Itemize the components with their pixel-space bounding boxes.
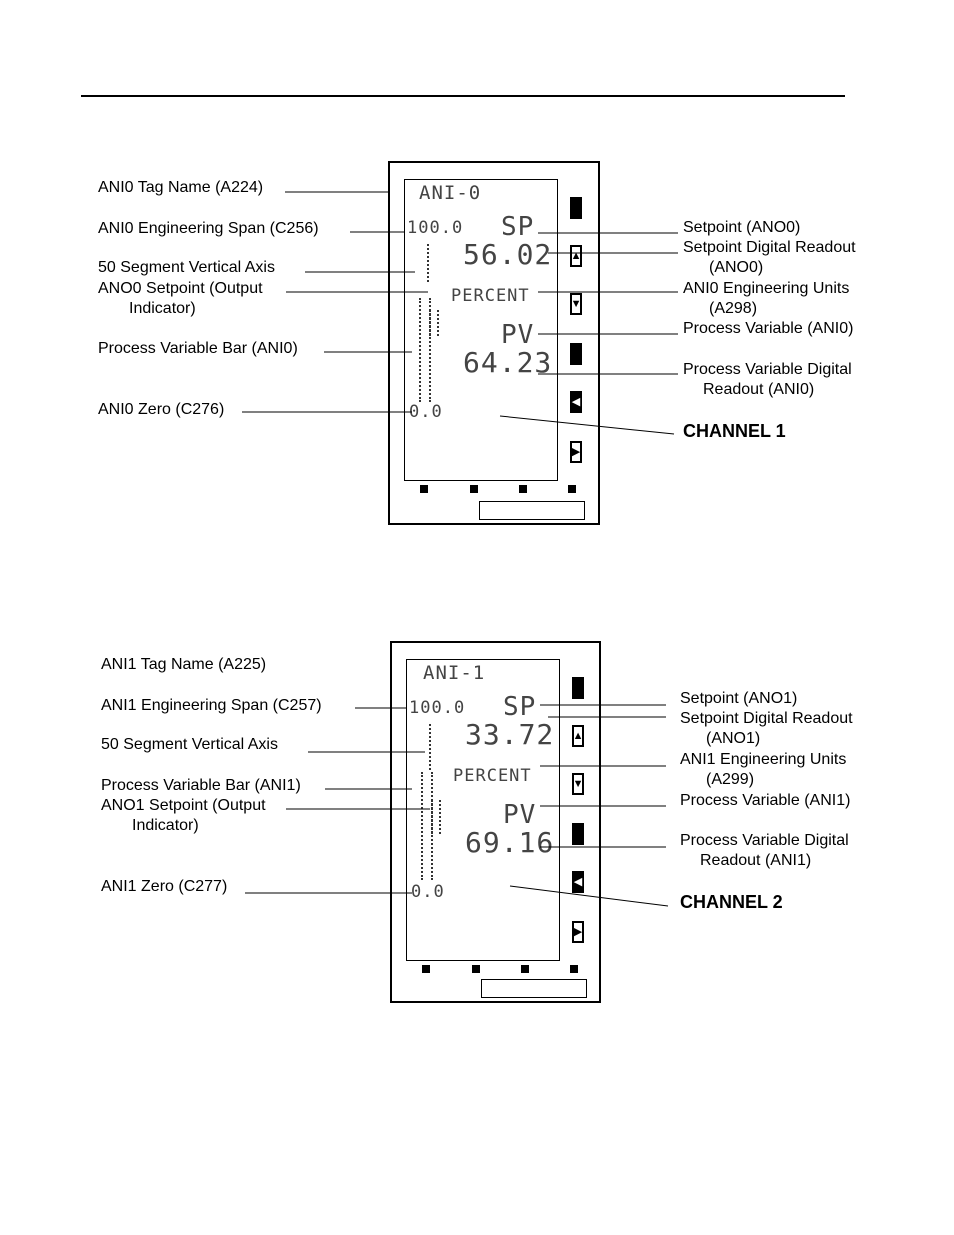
channel-title: CHANNEL 2	[680, 892, 783, 912]
bottom-button-2[interactable]	[470, 485, 478, 493]
label-setpoint-indicator: ANO0 Setpoint (Output Indicator)	[98, 279, 263, 319]
label-line: ANI0 Engineering Units	[683, 280, 850, 297]
left-arrow-icon[interactable]: ◀	[570, 391, 582, 413]
down-arrow-icon[interactable]: ▼	[572, 773, 584, 795]
label-pv-readout: Process Variable Digital Readout (ANI1)	[680, 831, 849, 871]
lcd-sp-label: SP	[501, 212, 535, 242]
lcd-sp-value: 56.02	[463, 238, 553, 271]
label-line: Indicator)	[132, 817, 199, 834]
label-line: Process Variable Digital	[680, 832, 849, 849]
bottom-button-3[interactable]	[521, 965, 529, 973]
channel-title: CHANNEL 1	[683, 421, 786, 441]
lcd-units: PERCENT	[451, 286, 530, 306]
label-tag-name: ANI1 Tag Name (A225)	[101, 656, 267, 673]
side-button-4[interactable]	[570, 343, 582, 365]
label-eng-span: ANI0 Engineering Span (C256)	[98, 220, 319, 237]
label-line: (A299)	[706, 771, 755, 788]
label-process-variable: Process Variable (ANI0)	[683, 320, 854, 337]
label-vertical-axis: 50 Segment Vertical Axis	[98, 259, 275, 276]
vertical-axis	[429, 724, 431, 770]
label-eng-units: ANI0 Engineering Units (A298)	[683, 279, 849, 319]
label-slot	[481, 979, 587, 998]
label-line: Setpoint Digital Readout	[680, 710, 853, 727]
lcd-sp-label: SP	[503, 692, 537, 722]
bottom-button-1[interactable]	[420, 485, 428, 493]
label-line: ANI1 Engineering Units	[680, 751, 847, 768]
side-button-1[interactable]	[572, 677, 584, 699]
label-line: Setpoint Digital Readout	[683, 239, 856, 256]
label-process-variable: Process Variable (ANI1)	[680, 792, 851, 809]
bottom-button-2[interactable]	[472, 965, 480, 973]
leader-line	[509, 885, 669, 907]
leader-line	[499, 415, 675, 435]
bottom-button-3[interactable]	[519, 485, 527, 493]
label-slot	[479, 501, 585, 520]
lcd-screen: ANI-0 100.0 SP 56.02 PERCENT PV 64.23 0.…	[404, 179, 558, 481]
lcd-screen: ANI-1 100.0 SP 33.72 PERCENT PV 69.16 0.…	[406, 659, 560, 961]
side-button-4[interactable]	[572, 823, 584, 845]
label-eng-units: ANI1 Engineering Units (A299)	[680, 750, 846, 790]
lcd-zero: 0.0	[409, 402, 443, 422]
right-arrow-icon[interactable]: ▶	[570, 441, 582, 463]
lcd-pv-value: 69.16	[465, 826, 555, 859]
lcd-units: PERCENT	[453, 766, 532, 786]
bottom-button-4[interactable]	[570, 965, 578, 973]
label-pv-bar: Process Variable Bar (ANI0)	[98, 340, 298, 357]
lcd-pv-label: PV	[501, 320, 535, 350]
label-line: (A298)	[709, 300, 758, 317]
controller-device: ANI-0 100.0 SP 56.02 PERCENT PV 64.23 0.…	[388, 161, 600, 525]
setpoint-indicator	[429, 310, 439, 336]
up-arrow-icon[interactable]: ▲	[570, 245, 582, 267]
lcd-tag: ANI-1	[423, 662, 486, 684]
label-line: Process Variable Digital	[683, 361, 852, 378]
label-sp-readout: Setpoint Digital Readout (ANO1)	[680, 709, 853, 749]
label-line: (ANO0)	[709, 259, 764, 276]
label-zero: ANI1 Zero (C277)	[101, 878, 228, 895]
controller-device: ANI-1 100.0 SP 33.72 PERCENT PV 69.16 0.…	[390, 641, 601, 1003]
label-zero: ANI0 Zero (C276)	[98, 401, 225, 418]
label-setpoint-indicator: ANO1 Setpoint (Output Indicator)	[101, 796, 266, 836]
lcd-span: 100.0	[409, 698, 466, 718]
label-line: ANO0 Setpoint (Output	[98, 280, 263, 297]
pv-bar	[419, 298, 431, 402]
label-line: ANO1 Setpoint (Output	[101, 797, 266, 814]
label-setpoint: Setpoint (ANO1)	[680, 690, 798, 707]
lcd-tag: ANI-0	[419, 182, 482, 204]
bottom-button-4[interactable]	[568, 485, 576, 493]
lcd-sp-value: 33.72	[465, 718, 555, 751]
label-vertical-axis: 50 Segment Vertical Axis	[101, 736, 278, 753]
setpoint-indicator	[431, 800, 441, 834]
label-line: (ANO1)	[706, 730, 761, 747]
vertical-axis	[427, 244, 429, 282]
header-rule	[81, 95, 845, 97]
lcd-span: 100.0	[407, 218, 464, 238]
up-arrow-icon[interactable]: ▲	[572, 725, 584, 747]
label-sp-readout: Setpoint Digital Readout (ANO0)	[683, 238, 856, 278]
label-eng-span: ANI1 Engineering Span (C257)	[101, 697, 322, 714]
label-setpoint: Setpoint (ANO0)	[683, 219, 801, 236]
side-button-1[interactable]	[570, 197, 582, 219]
label-line: Indicator)	[129, 300, 196, 317]
lcd-pv-value: 64.23	[463, 346, 553, 379]
label-line: Readout (ANI1)	[700, 852, 812, 869]
label-tag-name: ANI0 Tag Name (A224)	[98, 179, 264, 196]
left-arrow-icon[interactable]: ◀	[572, 871, 584, 893]
label-line: Readout (ANI0)	[703, 381, 815, 398]
bottom-button-1[interactable]	[422, 965, 430, 973]
lcd-zero: 0.0	[411, 882, 445, 902]
right-arrow-icon[interactable]: ▶	[572, 921, 584, 943]
lcd-pv-label: PV	[503, 800, 537, 830]
label-pv-readout: Process Variable Digital Readout (ANI0)	[683, 360, 852, 400]
down-arrow-icon[interactable]: ▼	[570, 293, 582, 315]
label-pv-bar: Process Variable Bar (ANI1)	[101, 777, 301, 794]
